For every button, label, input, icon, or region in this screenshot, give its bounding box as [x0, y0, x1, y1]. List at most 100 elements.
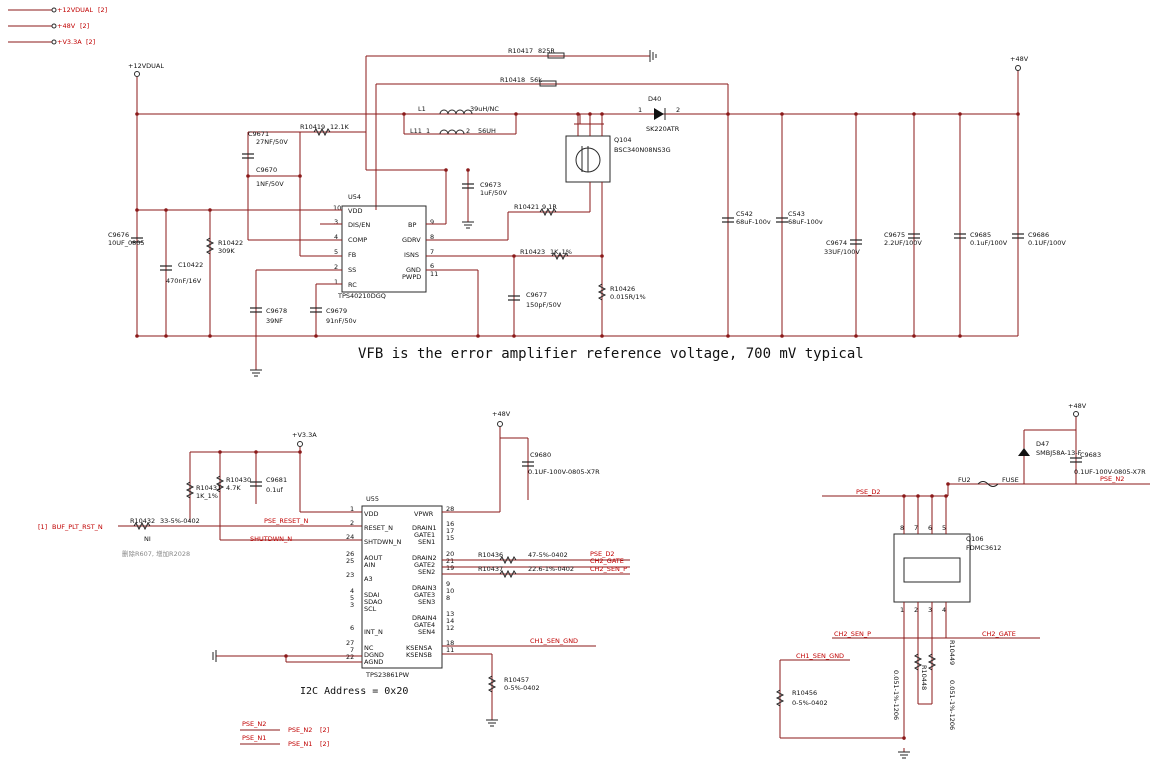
junction-dot	[946, 482, 950, 486]
r10436-value: 47-5%-0402	[528, 551, 568, 559]
q106-pin3: 3	[928, 606, 932, 614]
r10421-label: R10421	[514, 203, 539, 211]
q106-pin2: 2	[914, 606, 918, 614]
resistor-zigzag-h	[539, 207, 557, 217]
out-ch2-sen-p-net: CH2_SEN_P	[834, 630, 871, 638]
junction-dot	[902, 736, 906, 740]
c9685-value: 0.1uF/100V	[970, 239, 1008, 247]
d40-label: D40	[648, 95, 661, 103]
u54-pin-gnd-num: 6	[430, 262, 434, 270]
change-note: 删除R607, 增加R2028	[122, 549, 190, 558]
u54-left-pins: VDD 10 DIS/EN 3 COMP 4 FB 5 SS 2 RC 1	[333, 204, 370, 289]
u55-pin-intn-num: 6	[350, 624, 354, 632]
r10437-value: 22.6-1%-0402	[528, 565, 574, 573]
junction-dot	[726, 112, 730, 116]
u55-pin-drain4: DRAIN4	[412, 614, 437, 622]
l11-value: 56UH	[478, 127, 496, 135]
c9674-label: C9674	[826, 239, 847, 247]
junction-dot	[854, 334, 858, 338]
u55-pin-a3-num: 23	[346, 571, 354, 579]
u54-pin-pwpd-num: 11	[430, 270, 438, 278]
c9671-label: C9671	[248, 130, 269, 138]
junction-dot	[600, 112, 604, 116]
fuse-symbol	[977, 481, 999, 487]
c9676-label: C9676	[108, 231, 129, 239]
u55-pin-gate3: GATE3	[414, 591, 435, 599]
junction-dot	[1016, 112, 1020, 116]
c9670-value: 1NF/50V	[256, 180, 284, 188]
r10449-value: 0.051-1%-1206	[948, 680, 956, 730]
resistor-zigzag	[205, 237, 215, 255]
u55-pin-sen4-num: 12	[446, 624, 454, 632]
out-ch2-gate-net: CH2_GATE	[982, 630, 1016, 638]
junction-dot	[512, 334, 516, 338]
r10456-value: 0-5%-0402	[792, 699, 828, 707]
c543-value: 68uF-100v	[788, 218, 823, 226]
junction-dot	[576, 112, 580, 116]
u54-part: TPS40210DGQ	[337, 292, 386, 300]
u55-pin-drain1-num: 16	[446, 520, 454, 528]
junction-dot	[958, 334, 962, 338]
c542-value: 68uF-100v	[736, 218, 771, 226]
r10417-value: 825R	[538, 47, 555, 55]
junction-dot	[298, 450, 302, 454]
u54-pin-ss: SS	[348, 266, 356, 274]
u55-label: U55	[366, 495, 379, 503]
r10419-value: 12.1K	[330, 123, 349, 131]
r10457-value: 0-5%-0402	[504, 684, 540, 692]
junction-dot	[208, 334, 212, 338]
r10431-label: R10431	[196, 484, 221, 492]
pse-n1-sheet: [2]	[320, 740, 329, 748]
u54-pin-fb: FB	[348, 251, 356, 259]
buf-reset-port: BUF_PLT_RST_N	[52, 523, 103, 531]
u55-pin-gate4-num: 14	[446, 617, 454, 625]
u55-pin-drain2-num: 20	[446, 550, 454, 558]
u54-pin-gdrv-num: 8	[430, 233, 434, 241]
d47-part: SMBJ58A-13-F	[1036, 449, 1082, 457]
junction-dot	[930, 494, 934, 498]
u54-pin-vdd-num: 10	[333, 204, 341, 212]
d40-pin1: 1	[638, 106, 642, 114]
resistor-zigzag-h	[499, 569, 517, 579]
junction-dot	[135, 208, 139, 212]
r10437-label: R10437	[478, 565, 503, 573]
rail-48v-label: +48V	[1010, 55, 1029, 63]
c9678-value: 39NF	[266, 317, 283, 325]
resistor-zigzag	[775, 689, 785, 707]
junction-dot	[958, 112, 962, 116]
resistor-zigzag-h	[133, 521, 151, 531]
u55-pin-scl: SCL	[364, 605, 377, 613]
rail-12v-label: +12VDUAL	[128, 62, 164, 70]
junction-dot	[512, 254, 516, 258]
c10422-value: 470nF/16V	[166, 277, 202, 285]
u55-pin-sen2: SEN2	[418, 568, 435, 576]
r10418-label: R10418	[500, 76, 525, 84]
c9675-label: C9675	[884, 231, 905, 239]
junction-dot	[284, 654, 288, 658]
r10421-value: 9.1R	[542, 203, 557, 211]
junction-dot	[600, 254, 604, 258]
c9678-label: C9678	[266, 307, 287, 315]
u55-v33-label: +V3.3A	[292, 431, 317, 439]
junction-dot	[444, 168, 448, 172]
u55-pin-sdao: SDAO	[364, 598, 382, 606]
u55-pin-gate1: GATE1	[414, 531, 435, 539]
junction-dot	[314, 334, 318, 338]
u55-pin-ksensa-num: 18	[446, 639, 454, 647]
u54-pin-bp: BP	[408, 221, 416, 229]
c542-label: C542	[736, 210, 753, 218]
u55-pin-sen1: SEN1	[418, 538, 435, 546]
junction-dot	[164, 208, 168, 212]
u55-pin-sdao-num: 5	[350, 594, 354, 602]
u55-pin-ain-num: 25	[346, 557, 354, 565]
pse-n2-port[interactable]: PSE_N2	[288, 726, 312, 734]
junction-dot	[912, 112, 916, 116]
c9670-label: C9670	[256, 166, 277, 174]
u55-pin-a3: A3	[364, 575, 373, 583]
pse-n1-port[interactable]: PSE_N1	[288, 740, 312, 748]
resistor-zigzag-h	[499, 555, 517, 565]
u55-pin-gate1-num: 17	[446, 527, 454, 535]
c9683-value: 0.1UF-100V-0805-X7R	[1074, 468, 1146, 476]
u55-pin-gate4: GATE4	[414, 621, 435, 629]
junction-dot	[916, 494, 920, 498]
